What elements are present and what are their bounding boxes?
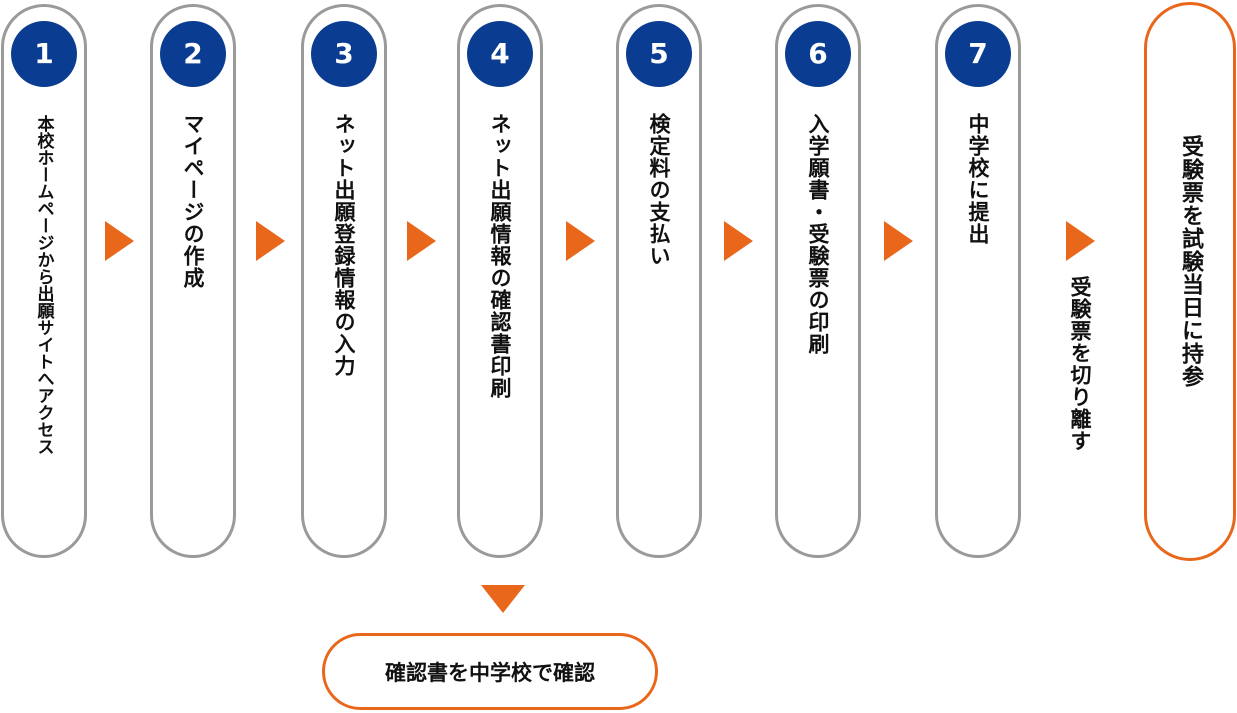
step-label: 検定料の支払い (647, 113, 671, 267)
step-number-badge: 7 (945, 21, 1011, 87)
arrow-right-icon (256, 221, 285, 261)
step-label: ネット出願情報の確認書印刷 (488, 113, 512, 399)
step-5: 5 検定料の支払い (616, 4, 702, 558)
step-label: ネット出願登録情報の入力 (332, 113, 356, 377)
step-number-badge: 1 (11, 21, 77, 87)
step-4: 4 ネット出願情報の確認書印刷 (457, 4, 543, 558)
arrow-right-icon (566, 221, 595, 261)
detach-ticket-note: 受験票を切り離す (1068, 276, 1092, 452)
step-label: 本校ホームページから出願サイトへアクセス (33, 115, 54, 455)
step-number-badge: 2 (160, 21, 226, 87)
branch-confirm-box: 確認書を中学校で確認 (322, 633, 658, 710)
step-number-badge: 3 (311, 21, 377, 87)
step-number-badge: 5 (626, 21, 692, 87)
arrow-right-icon (724, 221, 753, 261)
arrow-right-icon (105, 221, 134, 261)
step-number-badge: 4 (467, 21, 533, 87)
arrow-right-icon (407, 221, 436, 261)
step-7: 7 中学校に提出 (935, 4, 1021, 558)
arrow-down-icon (481, 585, 525, 613)
step-label: 入学願書・受験票の印刷 (806, 113, 830, 355)
final-step: 受験票を試験当日に持参 (1144, 2, 1236, 561)
step-number-badge: 6 (785, 21, 851, 87)
step-6: 6 入学願書・受験票の印刷 (775, 4, 861, 558)
branch-confirm-label: 確認書を中学校で確認 (385, 660, 595, 685)
arrow-right-icon (884, 221, 913, 261)
step-2: 2 マイページの作成 (150, 4, 236, 558)
final-step-label: 受験票を試験当日に持参 (1178, 135, 1203, 388)
step-label: 中学校に提出 (966, 113, 990, 245)
step-3: 3 ネット出願登録情報の入力 (301, 4, 387, 558)
arrow-right-icon (1066, 221, 1095, 261)
step-1: 1 本校ホームページから出願サイトへアクセス (1, 4, 87, 558)
step-label: マイページの作成 (181, 113, 205, 289)
